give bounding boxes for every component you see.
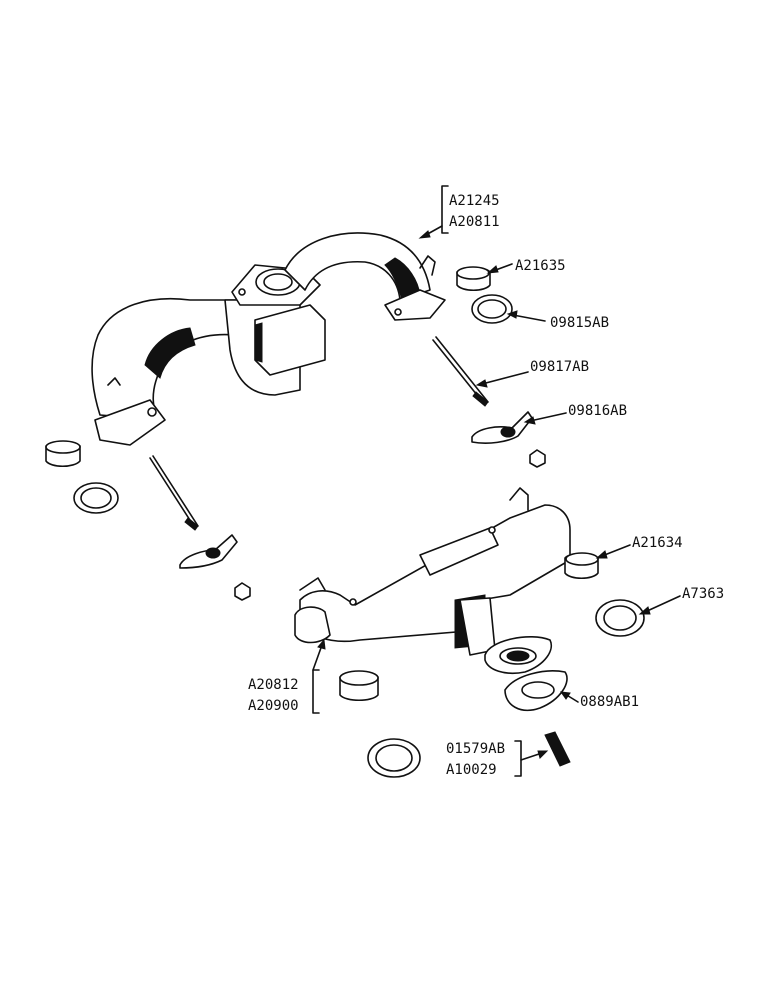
upper-ring-right — [471, 294, 513, 324]
lower-intake-manifold — [294, 487, 571, 675]
label-a21634: A21634 — [632, 535, 683, 551]
upper-ring-left — [73, 482, 119, 514]
upper-sleeve-left — [45, 440, 81, 468]
lower-sleeve-left — [339, 670, 379, 702]
stud-right — [432, 336, 489, 407]
leader-lines — [312, 185, 681, 777]
label-01579ab: 01579AB — [446, 741, 505, 757]
small-stud — [544, 731, 571, 767]
gasket — [504, 670, 568, 712]
label-a20812: A20812 — [248, 677, 299, 693]
upper-exhaust-manifold — [91, 232, 446, 446]
nut-right — [529, 449, 546, 468]
label-a20811: A20811 — [449, 214, 500, 230]
label-09816ab: 09816AB — [568, 403, 627, 419]
label-a21245: A21245 — [449, 193, 500, 209]
stud-left — [149, 455, 199, 531]
label-a7363: A7363 — [682, 586, 724, 602]
label-a21635: A21635 — [515, 258, 566, 274]
part-labels: A21245 A20811 A21635 09815AB 09817AB 098… — [248, 193, 724, 778]
label-a10029: A10029 — [446, 762, 497, 778]
label-09815ab: 09815AB — [550, 315, 609, 331]
lower-sleeve-right — [564, 552, 599, 580]
clamp-right — [471, 411, 533, 444]
lower-ring-left — [367, 738, 421, 778]
nut-left — [234, 582, 251, 601]
label-a20900: A20900 — [248, 698, 299, 714]
label-09817ab: 09817AB — [530, 359, 589, 375]
clamp-left — [179, 534, 238, 569]
upper-sleeve-right — [456, 266, 491, 292]
label-0889ab1: 0889AB1 — [580, 694, 639, 710]
lower-ring-right — [595, 599, 645, 637]
